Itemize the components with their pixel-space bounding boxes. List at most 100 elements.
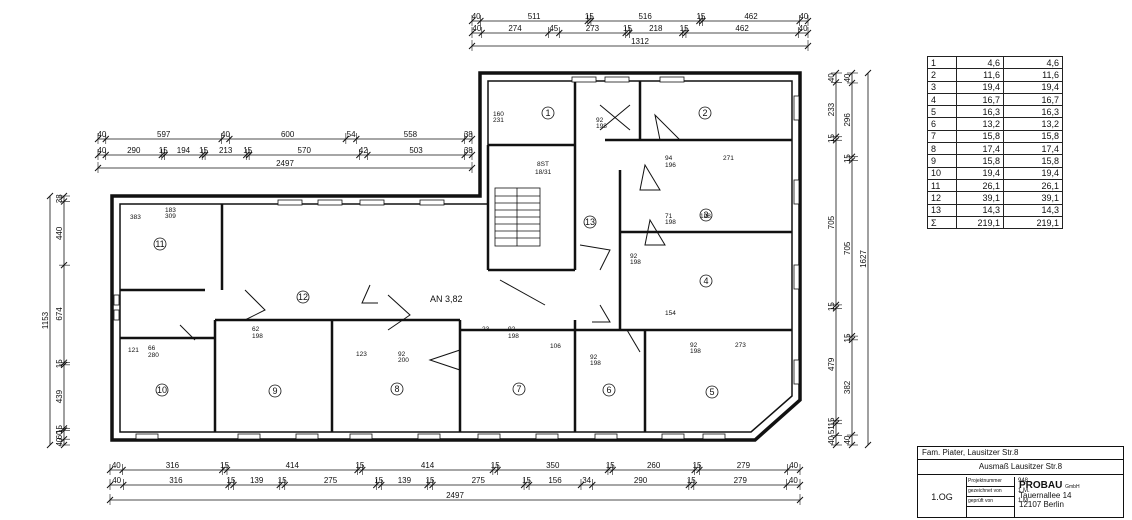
area-cell-a: 39,1 <box>956 191 1004 205</box>
dim-left-wing-row2-value: 15 <box>159 146 168 155</box>
door-dimension-label: 62 <box>252 326 260 333</box>
dim-right-col1-value: 40 <box>827 435 836 444</box>
dim-bottom-row2-value: 15 <box>522 476 531 485</box>
dim-bottom-row2-value: 139 <box>250 476 264 485</box>
door-dimension-label: 94 <box>665 155 673 162</box>
floor-text: 1.OG <box>931 492 953 502</box>
dim-left-chain-value: 439 <box>55 389 64 403</box>
dim-top-row2-value: 273 <box>586 24 600 33</box>
door-dimension-label: 200 <box>398 357 409 364</box>
room-number-circle <box>705 385 719 399</box>
window <box>793 179 800 205</box>
dim-top-row1-value: 40 <box>799 12 808 21</box>
window <box>477 433 501 440</box>
company-city: 12107 Berlin <box>1019 500 1064 509</box>
dim-right-col2-value: 382 <box>843 380 852 394</box>
area-cell-n: 5 <box>927 105 957 119</box>
room-number-13: 13 <box>585 217 595 227</box>
area-cell-a: 17,4 <box>956 142 1004 156</box>
window <box>659 76 685 83</box>
dim-top-row1-value: 511 <box>528 12 541 21</box>
area-cell-n: 7 <box>927 129 957 144</box>
area-cell-n: 12 <box>927 191 957 205</box>
company-street: Tauernallee 14 <box>1019 491 1072 500</box>
dim-bottom-row2-value: 316 <box>169 476 183 485</box>
stair-label: 8ST <box>537 161 549 168</box>
area-cell-a: 4,6 <box>956 55 1004 70</box>
dim-bottom-row2-value: 15 <box>687 476 696 485</box>
area-cell-a: 15,8 <box>956 154 1004 168</box>
room-number-11: 11 <box>155 239 164 249</box>
window <box>317 199 343 206</box>
dim-left-chain-value: 40 <box>55 437 64 446</box>
room-number-circle <box>699 274 713 288</box>
door-dimension-label: 92 <box>508 326 516 333</box>
dim-top-row2-value: 274 <box>508 24 522 33</box>
area-cell-a: 13,2 <box>956 117 1004 131</box>
area-cell-b: 16,7 <box>1003 92 1063 107</box>
door-dimension-label: 383 <box>130 214 141 221</box>
dim-right-col1-value: 479 <box>827 357 836 371</box>
dim-bottom-row2-value: 40 <box>112 476 121 485</box>
room-number-2: 2 <box>702 108 707 118</box>
dim-right-col2-value: 15 <box>843 333 852 342</box>
drawn-by-row: gezeichnet von 1.M. <box>966 487 1030 497</box>
door-dimension-label: 92 <box>590 354 598 361</box>
window <box>793 95 800 121</box>
dim-bottom-row1-value: 316 <box>166 461 180 470</box>
room-number-12: 12 <box>298 292 308 302</box>
door-dimension-label: 71 <box>665 213 673 220</box>
door-dimension-label: 198 <box>665 219 676 226</box>
dim-bottom-row1-value: 414 <box>421 461 435 470</box>
door-dimension-label: 309 <box>165 213 176 220</box>
dim-bottom-row2-value: 40 <box>789 476 798 485</box>
drawn-by-label: gezeichnet von <box>968 488 1002 494</box>
window <box>359 199 385 206</box>
dim-right-col2-value: 15 <box>843 154 852 163</box>
subject-text: Ausmaß Lausitzer Str.8 <box>978 462 1063 471</box>
dim-top-row1-value: 462 <box>744 12 758 21</box>
dim-bottom-row1-value: 40 <box>789 461 798 470</box>
door-dimension-label: 121 <box>128 347 139 354</box>
area-cell-a: 14,3 <box>956 203 1004 217</box>
door-dimension-label: 198 <box>596 123 607 130</box>
door-dimension-label: 92 <box>690 342 698 349</box>
dim-right-col2-value: 296 <box>843 113 852 127</box>
window <box>604 76 630 83</box>
dim-left-wing-total: 2497 <box>276 159 294 168</box>
dim-right-col2-value: 40 <box>843 435 852 444</box>
area-cell-b: 11,6 <box>1003 68 1063 82</box>
area-cell-b: 26,1 <box>1003 178 1063 193</box>
checked-by-value: 1.M. <box>1018 498 1030 504</box>
door-dimension-label: 92 <box>630 253 638 260</box>
dim-left-chain-value: 674 <box>55 307 64 321</box>
door-dimension-label: 183 <box>165 207 176 214</box>
area-cell-b: 219,1 <box>1003 215 1063 230</box>
project-number-value: 948 <box>1018 478 1029 484</box>
dim-bottom-total: 2497 <box>446 491 464 500</box>
dim-left-wing-row1-value: 600 <box>281 130 295 139</box>
room-number-circle <box>390 382 404 396</box>
area-cell-b: 15,8 <box>1003 129 1063 144</box>
dim-top-row1-value: 15 <box>585 12 594 21</box>
door-dimension-label: 198 <box>590 360 601 367</box>
room-number-9: 9 <box>272 386 277 396</box>
door-dimension-label: 196 <box>665 162 676 169</box>
dim-left-wing-row2-value: 40 <box>97 146 106 155</box>
dim-bottom-row1-value: 15 <box>355 461 364 470</box>
dim-left-wing-row1-value: 40 <box>221 130 230 139</box>
room-number-circle <box>296 290 310 304</box>
area-cell-n: 4 <box>927 92 957 107</box>
door-dimension-label: 23 <box>482 326 490 333</box>
door-dimension-label: 280 <box>148 352 159 359</box>
